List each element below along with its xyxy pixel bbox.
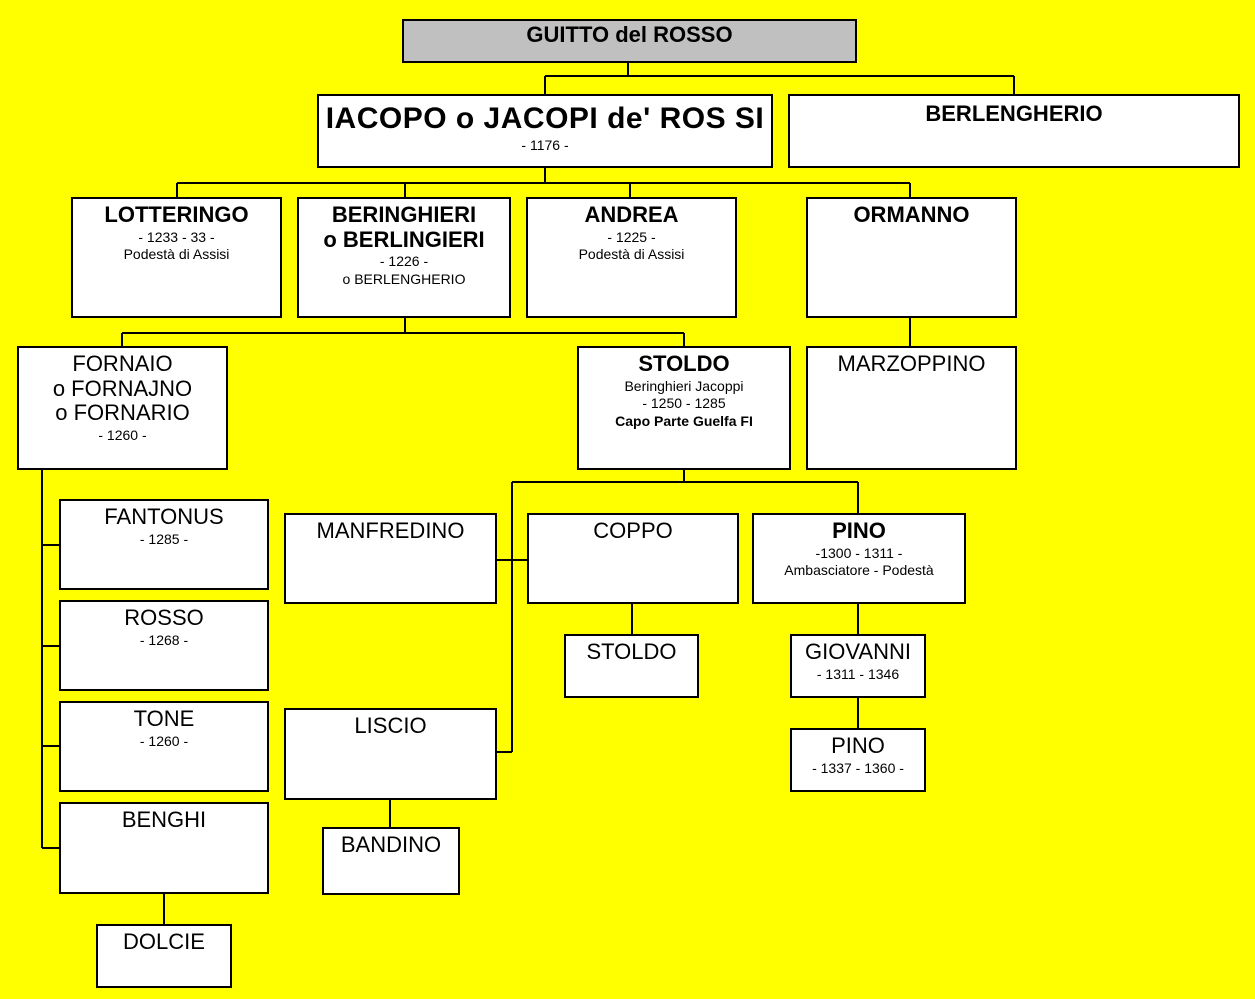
- person-ormanno: ORMANNO: [806, 197, 1017, 318]
- person-bandino: BANDINO: [322, 827, 460, 895]
- person-name: BANDINO: [340, 832, 442, 857]
- person-coppo: COPPO: [527, 513, 739, 604]
- person-fornaio: FORNAIO o FORNAJNO o FORNARIO - 1260 -: [17, 346, 228, 470]
- person-role: Podestà di Assisi: [123, 246, 230, 263]
- person-marzoppino: MARZOPPINO: [806, 346, 1017, 470]
- person-name: LISCIO: [354, 713, 427, 738]
- person-giovanni: GIOVANNI - 1311 - 1346: [790, 634, 926, 698]
- person-liscio: LISCIO: [284, 708, 497, 800]
- person-name: LOTTERINGO: [104, 202, 249, 227]
- person-dates: - 1268 -: [139, 631, 189, 648]
- person-berlengherio: BERLENGHERIO: [788, 94, 1240, 168]
- person-guitto-del-rosso: GUITTO del ROSSO: [402, 19, 857, 63]
- person-name: FANTONUS: [104, 504, 224, 529]
- person-alt-name: o BERLINGIERI: [323, 226, 485, 252]
- person-stoldo: STOLDO Beringhieri Jacoppi - 1250 - 1285…: [577, 346, 791, 470]
- person-rosso: ROSSO - 1268 -: [59, 600, 269, 691]
- person-dates: - 1337 - 1360 -: [812, 759, 904, 776]
- person-alt-name: Beringhieri Jacoppi: [624, 377, 744, 394]
- person-name: STOLDO: [586, 639, 677, 664]
- person-alt-name: o FORNAJNO: [52, 375, 193, 401]
- person-dates: - 1176 -: [521, 136, 569, 153]
- person-name: TONE: [133, 706, 195, 731]
- person-name: ORMANNO: [853, 202, 970, 227]
- person-name: ANDREA: [584, 202, 679, 227]
- person-beringhieri: BERINGHIERI o BERLINGIERI - 1226 - o BER…: [297, 197, 511, 318]
- person-fantonus: FANTONUS - 1285 -: [59, 499, 269, 590]
- person-dates: - 1250 - 1285: [642, 395, 726, 412]
- person-dates: - 1225 -: [607, 228, 656, 245]
- person-name: PINO: [832, 518, 886, 543]
- person-role: Ambasciatore - Podestà: [784, 562, 934, 579]
- person-name: GIOVANNI: [805, 639, 911, 664]
- person-manfredino: MANFREDINO: [284, 513, 497, 604]
- person-pino-2: PINO - 1337 - 1360 -: [790, 728, 926, 792]
- person-dates: - 1285 -: [139, 530, 189, 547]
- person-name: BERLENGHERIO: [925, 101, 1103, 126]
- person-dates: - 1260 -: [139, 732, 189, 749]
- person-pino: PINO -1300 - 1311 - Ambasciatore - Podes…: [752, 513, 966, 604]
- person-tone: TONE - 1260 -: [59, 701, 269, 792]
- person-name: ROSSO: [124, 605, 204, 630]
- person-dates: - 1311 - 1346: [816, 665, 900, 682]
- person-dates: - 1233 - 33 -: [138, 228, 215, 245]
- person-benghi: BENGHI: [59, 802, 269, 894]
- person-iacopo: IACOPO o JACOPI de' ROS SI - 1176 -: [317, 94, 773, 168]
- person-name: STOLDO: [638, 351, 730, 376]
- person-lotteringo: LOTTERINGO - 1233 - 33 - Podestà di Assi…: [71, 197, 282, 318]
- person-dates: - 1260 -: [98, 426, 147, 443]
- person-name: IACOPO o JACOPI de' ROS SI: [325, 102, 765, 135]
- person-stoldo-2: STOLDO: [564, 634, 699, 698]
- person-dates: -1300 - 1311 -: [815, 544, 903, 561]
- person-alt-name-2: o FORNARIO: [55, 400, 190, 426]
- person-role: Capo Parte Guelfa FI: [615, 412, 753, 429]
- person-name: GUITTO del ROSSO: [526, 22, 733, 47]
- person-andrea: ANDREA - 1225 - Podestà di Assisi: [526, 197, 737, 318]
- person-name: BERINGHIERI: [331, 202, 477, 227]
- person-dolcie: DOLCIE: [96, 924, 232, 988]
- person-dates: - 1226 -: [379, 253, 429, 270]
- person-role: Podestà di Assisi: [578, 246, 685, 263]
- person-name: DOLCIE: [123, 929, 205, 954]
- person-name: FORNAIO: [72, 351, 173, 376]
- person-name: BENGHI: [121, 807, 207, 832]
- person-name: MARZOPPINO: [837, 351, 986, 376]
- person-name: COPPO: [593, 518, 673, 543]
- person-alt-name-2: o BERLENGHERIO: [342, 270, 466, 287]
- person-name: MANFREDINO: [316, 518, 465, 543]
- person-name: PINO: [831, 733, 885, 758]
